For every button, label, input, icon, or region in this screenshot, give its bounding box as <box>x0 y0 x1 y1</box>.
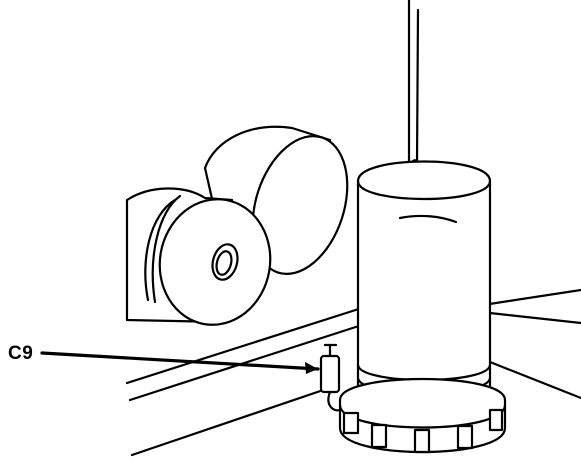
callout-label-c9: C9 <box>8 343 34 364</box>
chassis-edges <box>125 288 581 457</box>
vertical-wire <box>406 0 422 172</box>
front-coil <box>125 187 272 326</box>
mounting-ring <box>338 377 507 454</box>
capacitor-c9 <box>319 343 342 412</box>
electrolytic-can <box>356 160 492 418</box>
rear-cylinder <box>203 125 349 275</box>
callout-leader-c9 <box>40 351 320 374</box>
